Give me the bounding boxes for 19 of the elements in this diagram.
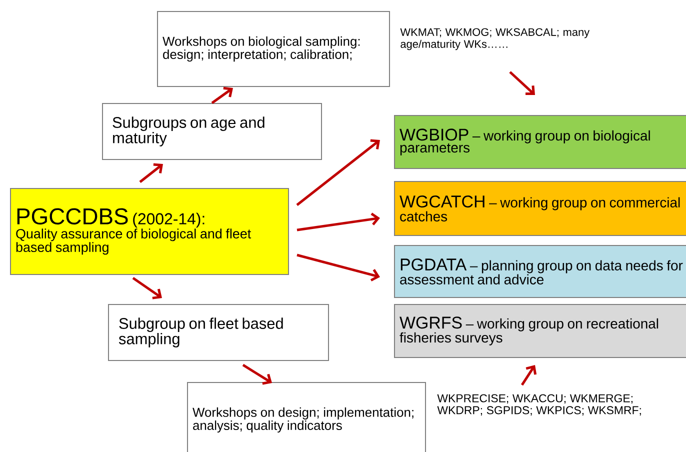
process-box: WGBIOP – working group on biological parameters bbox=[394, 115, 686, 169]
arrow bbox=[139, 163, 163, 183]
arrow bbox=[132, 276, 162, 300]
process-box: Subgroups on age and maturity bbox=[102, 103, 322, 160]
arrow bbox=[509, 71, 535, 95]
arrow bbox=[296, 139, 380, 206]
note-text: WKMAT; WKMOG; WKSABCAL; many age/maturity WKs…… bbox=[400, 28, 590, 50]
arrow bbox=[296, 254, 380, 282]
process-box: WGRFS – working group on recreational fisheries surveys bbox=[394, 304, 686, 358]
arrow bbox=[211, 86, 233, 104]
process-box: WGCATCH – working group on commercial catches bbox=[394, 181, 686, 236]
process-box: Workshops on design; implementation; analysis; quality indicators bbox=[187, 382, 426, 452]
process-box: PGCCDBS (2002-14): Quality assurance of biological and fleet based sampling bbox=[10, 188, 289, 275]
arrow bbox=[242, 364, 272, 385]
note-text: WKPRECISE; WKACCU; WKMERGE; WKDRP; SGPIDS; WKPICS; WKSMRF; bbox=[437, 394, 641, 416]
arrow bbox=[520, 364, 537, 386]
process-box: Subgroup on fleet based sampling bbox=[108, 304, 329, 361]
process-box: Workshops on biological sampling: design; interpretation; calibration; bbox=[157, 11, 390, 87]
arrow bbox=[296, 212, 380, 232]
